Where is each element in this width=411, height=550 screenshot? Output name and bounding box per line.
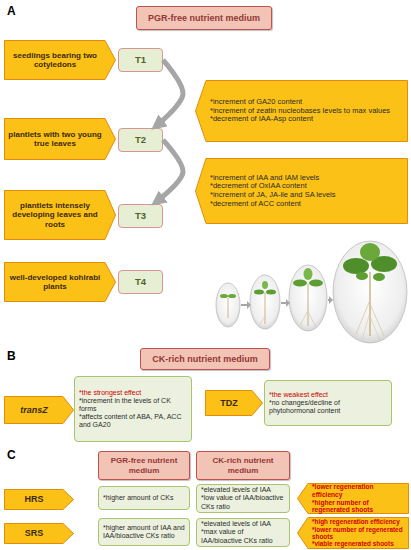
arrow-shape — [196, 81, 408, 142]
curved-arrow — [156, 140, 183, 202]
node-text: *high regeneration efficiency — [312, 518, 405, 525]
node-text: HRS — [8, 494, 60, 504]
arrow-shape — [298, 484, 409, 514]
stage-arrow-box: plantlets with two young true leaves — [4, 118, 116, 160]
node-text: T2 — [119, 135, 162, 146]
node-text: *elevated levels of IAA — [201, 520, 285, 528]
node-text: *increment in the levels of CK forms — [79, 397, 187, 413]
node-text: *higher amount of CKs — [103, 494, 185, 502]
node-text: TDZ — [209, 398, 249, 408]
effect-box: *the weakest effect*no changes/decline o… — [264, 380, 392, 426]
stage-arrow-box: seedlings bearing two cotyledons — [4, 40, 116, 80]
stage-tag: T3 — [118, 204, 163, 228]
node-text: *lower number of regenerated shoots — [312, 526, 405, 541]
stage-arrow-box: HRS — [4, 489, 74, 510]
arrow-shape — [5, 524, 74, 544]
stage-tag: T1 — [118, 48, 163, 72]
growth-ellipses — [216, 241, 407, 343]
small-arrow — [328, 296, 333, 304]
effect-arrow-box: *increment of GA20 content*increment of … — [195, 80, 408, 142]
arrow-shape — [5, 263, 116, 302]
node-text: CK-rich nutrient medium — [201, 456, 285, 474]
node-text: transZ — [8, 405, 60, 415]
medium-header: CK-rich nutrient medium — [140, 348, 270, 370]
effect-box: *elevated levels of IAA*max value of IAA… — [196, 518, 290, 547]
ellipse — [333, 241, 407, 343]
effect-arrow-box: *lower regeneration efficiency*higher nu… — [297, 483, 409, 514]
node-text: T4 — [119, 277, 162, 288]
arrow-shape — [298, 518, 409, 549]
panel-label: A — [7, 4, 16, 18]
stage-arrow-box: plantlets intensely developing leaves an… — [4, 190, 116, 240]
node-text: well-developed kohlrabi plants — [8, 273, 102, 291]
effect-arrow-box: *increment of IAA and IAM levels*decreme… — [195, 158, 408, 224]
small-arrow — [281, 299, 290, 307]
seedling — [220, 294, 236, 318]
effect-box: *elevated levels of IAA*low value of IAA… — [196, 484, 290, 513]
node-text: CK-rich nutrient medium — [145, 354, 265, 364]
medium-header: CK-rich nutrient medium — [196, 451, 290, 480]
node-text: seedlings bearing two cotyledons — [8, 51, 102, 69]
medium-header: PGR-free nutrient medium — [136, 6, 272, 30]
arrow-shape — [5, 397, 74, 424]
small-arrow — [241, 301, 251, 309]
node-text: *decrement of ACC content — [210, 200, 404, 209]
node-text: PGR-free nutrient medium — [141, 13, 267, 23]
arrow-shape — [5, 41, 116, 80]
node-text: *higher amount of IAA and IAA/bioactive … — [103, 524, 185, 540]
arrow-shape — [5, 490, 74, 510]
stage-arrow-box: well-developed kohlrabi plants — [4, 262, 116, 302]
ellipse — [289, 265, 327, 331]
arrow-shape — [206, 391, 263, 416]
panel-label: B — [7, 349, 16, 363]
node-text: T3 — [119, 211, 162, 222]
stage-tag: T2 — [118, 128, 163, 152]
ellipse — [216, 283, 240, 327]
node-text: SRS — [8, 528, 60, 538]
node-text: *lower regeneration efficiency — [312, 483, 405, 498]
node-text: *no changes/decline of phytohormonal con… — [269, 399, 387, 415]
curved-arrow — [156, 60, 183, 126]
node-text: *decrement of IAA-Asp content — [210, 115, 404, 124]
stage-arrow-box: TDZ — [205, 390, 263, 416]
node-text: *viable regenerated shoots — [312, 540, 405, 547]
arrow-shape — [5, 119, 116, 160]
node-text: *higher number of regenerated shoots — [312, 499, 405, 514]
node-text: *the weakest effect — [269, 391, 387, 399]
kohlrabi-plant — [343, 243, 397, 341]
node-text: *max value of IAA/bioactive CKs ratio — [201, 528, 285, 544]
node-text: *increment of GA20 content — [210, 98, 404, 107]
node-text: PGR-free nutrient medium — [103, 456, 185, 474]
node-text: *increment of IAA and IAM levels — [210, 174, 404, 183]
node-text: *low value of IAA/bioactive CKs ratio — [201, 494, 285, 510]
arrow-shape — [5, 191, 116, 240]
node-text: *decrement of OxIAA content — [210, 182, 404, 191]
node-text: T1 — [119, 55, 162, 66]
panel-label: C — [7, 448, 16, 462]
effect-box: *higher amount of IAA and IAA/bioactive … — [98, 518, 190, 546]
stage-tag: T4 — [118, 270, 163, 294]
effect-box: *higher amount of CKs — [98, 486, 190, 510]
effect-arrow-box: *high regeneration efficiency*lower numb… — [297, 517, 409, 549]
node-text: *the strongest effect — [79, 389, 187, 397]
node-text: *increment of zeatin nucleobases levels … — [210, 107, 404, 116]
node-text: plantlets with two young true leaves — [8, 130, 102, 148]
stage-arrow-box: SRS — [4, 523, 74, 544]
node-text: *affects content of ABA, PA, ACC and GA2… — [79, 413, 187, 429]
node-text: plantlets intensely developing leaves an… — [8, 201, 102, 229]
stage-arrow-box: transZ — [4, 396, 74, 424]
node-text: *elevated levels of IAA — [201, 486, 285, 494]
ellipse — [250, 275, 280, 329]
plantlet — [293, 268, 323, 327]
plantlet — [254, 281, 276, 324]
arrow-shape — [196, 159, 408, 224]
medium-header: PGR-free nutrient medium — [98, 451, 190, 480]
effect-box: *the strongest effect*increment in the l… — [74, 376, 192, 442]
small-arrows — [241, 296, 333, 309]
node-text: *increment of JA, JA-ile and SA levels — [210, 191, 404, 200]
